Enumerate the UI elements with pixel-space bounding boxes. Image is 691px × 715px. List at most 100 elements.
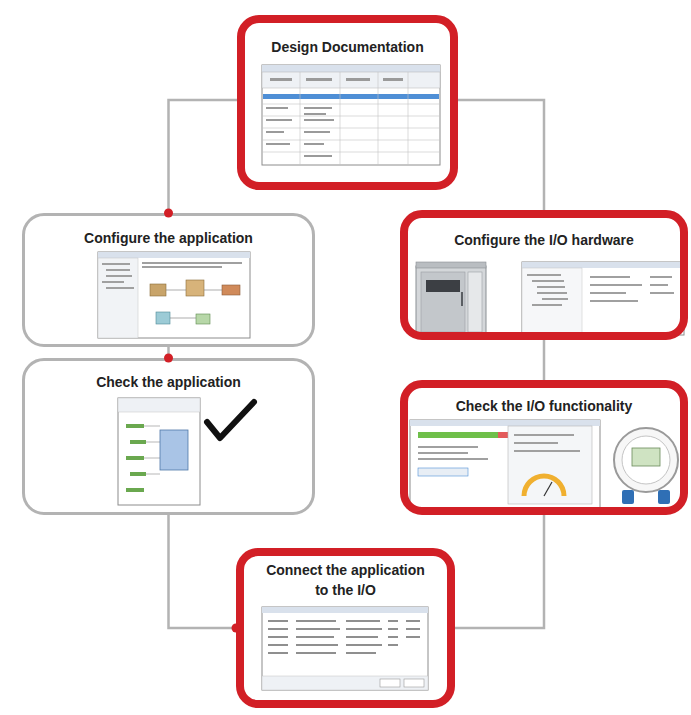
document-screenshot-part-part — [378, 72, 379, 165]
hardware-tree-screenshot-part — [527, 274, 674, 306]
check-screenshot-part-part — [146, 442, 160, 443]
document-screenshot-part-part — [304, 113, 326, 115]
connector-line — [169, 515, 237, 628]
connection-screenshot-part — [262, 607, 428, 690]
connection-screenshot-part-part — [296, 644, 338, 646]
application-screenshot-part-part — [102, 263, 130, 265]
io-test-screenshot-part — [410, 420, 600, 508]
hardware-tree-screenshot-part-part — [590, 292, 626, 294]
document-screenshot-part-part — [304, 119, 334, 121]
application-screenshot-part-part — [142, 262, 242, 264]
document-screenshot-part-part — [262, 152, 440, 153]
connection-screenshot-part — [380, 679, 400, 687]
endpoint-dot — [164, 209, 173, 218]
connection-screenshot-part — [404, 679, 424, 687]
document-screenshot-part-part — [346, 78, 370, 81]
document-screenshot-part-part — [266, 143, 290, 145]
document-screenshot-part — [263, 94, 439, 99]
application-screenshot-part — [196, 314, 210, 324]
document-screenshot-part — [262, 72, 440, 165]
connection-screenshot-part-part — [346, 652, 376, 654]
document-screenshot — [262, 65, 440, 165]
application-screenshot-part — [98, 258, 138, 338]
connection-screenshot-part-part — [388, 620, 398, 622]
document-screenshot-part-part — [304, 131, 330, 133]
io-cabinet-part — [416, 266, 486, 336]
application-screenshot-part — [98, 252, 250, 338]
hardware-tree-screenshot-part-part — [542, 298, 568, 300]
io-test-screenshot-part — [544, 482, 552, 496]
document-screenshot-part — [262, 72, 440, 88]
connection-screenshot-part-part — [346, 628, 382, 630]
io-test-screenshot-part — [524, 476, 564, 496]
hardware-tree-screenshot-part-part — [590, 284, 642, 286]
field-transmitter-part — [632, 448, 660, 466]
check-mark — [207, 402, 254, 438]
io-test-screenshot-part — [410, 420, 600, 426]
hardware-tree-screenshot-part — [522, 262, 684, 335]
connection-screenshot-part-part — [268, 628, 288, 630]
document-screenshot-part-part — [262, 116, 440, 117]
connector-line — [167, 347, 170, 358]
hardware-tree-screenshot-part-part — [527, 274, 561, 276]
document-screenshot-part-part — [266, 131, 284, 133]
application-screenshot-part-part — [204, 290, 222, 291]
application-screenshot-part-part — [106, 287, 134, 289]
io-test-screenshot-part — [418, 434, 580, 460]
connection-screenshot-part-part — [268, 652, 288, 654]
field-transmitter-part — [622, 490, 634, 504]
io-cabinet-part — [416, 262, 486, 268]
application-screenshot-part-part — [106, 275, 132, 277]
io-cabinet-part — [421, 272, 465, 332]
process-box: Design Documentation — [237, 15, 458, 190]
hardware-tree-screenshot-part-part — [532, 280, 564, 282]
application-screenshot-part — [222, 285, 240, 295]
hardware-tree-screenshot — [522, 262, 684, 335]
field-transmitter-part — [614, 428, 678, 492]
check-screenshot-part — [144, 426, 160, 474]
check-screenshot-part-part — [146, 474, 160, 475]
hardware-tree-screenshot-part-part — [590, 300, 638, 302]
io-test-screenshot-part-part — [418, 446, 478, 448]
document-screenshot-part-part — [270, 78, 292, 81]
endpoint-dot — [232, 624, 241, 633]
connection-screenshot-part — [262, 607, 428, 613]
connection-screenshot-part-part — [296, 620, 336, 622]
connection-screenshot-part-part — [346, 636, 378, 638]
document-screenshot-part-part — [408, 72, 409, 165]
connection-screenshot-part-part — [346, 644, 382, 646]
box-title: Configure the I/O hardware — [408, 230, 680, 250]
check-screenshot-part-part — [130, 472, 146, 476]
check-screenshot-part-part — [144, 426, 160, 427]
hardware-tree-screenshot-part-part — [650, 292, 674, 294]
connection-screenshot-part-part — [406, 628, 420, 630]
io-test-screenshot-part — [418, 432, 498, 438]
field-transmitter-part — [658, 490, 670, 504]
process-box: Check the application — [22, 358, 315, 515]
document-screenshot-part-part — [383, 78, 403, 81]
document-screenshot-part-part — [262, 140, 440, 141]
io-cabinet-part — [468, 272, 482, 332]
document-screenshot-part-part — [306, 78, 332, 81]
hardware-tree-screenshot-part-part — [650, 276, 672, 278]
application-screenshot-part — [102, 262, 242, 289]
connection-screenshot-part-part — [296, 628, 340, 630]
connection-screenshot-part-part — [346, 620, 380, 622]
document-screenshot-part — [262, 65, 440, 72]
io-test-screenshot-part — [508, 426, 592, 504]
application-screenshot-part — [166, 290, 222, 318]
check-screenshot-part-part — [126, 488, 144, 492]
document-screenshot-part-part — [266, 107, 288, 109]
process-box: Check the I/O functionality — [400, 380, 688, 515]
connector-line — [458, 100, 544, 210]
connection-screenshot-part-part — [388, 628, 398, 630]
connection-screenshot-part-part — [296, 652, 336, 654]
hardware-tree-screenshot-part-part — [537, 292, 567, 294]
hardware-tree-screenshot-part-part — [537, 286, 565, 288]
box-title: Design Documentation — [245, 37, 450, 57]
document-screenshot-part-part — [340, 72, 341, 165]
application-screenshot — [98, 252, 250, 338]
application-screenshot-part-part — [102, 281, 124, 283]
application-screenshot-part — [150, 284, 166, 296]
connection-screenshot-part — [268, 620, 420, 654]
